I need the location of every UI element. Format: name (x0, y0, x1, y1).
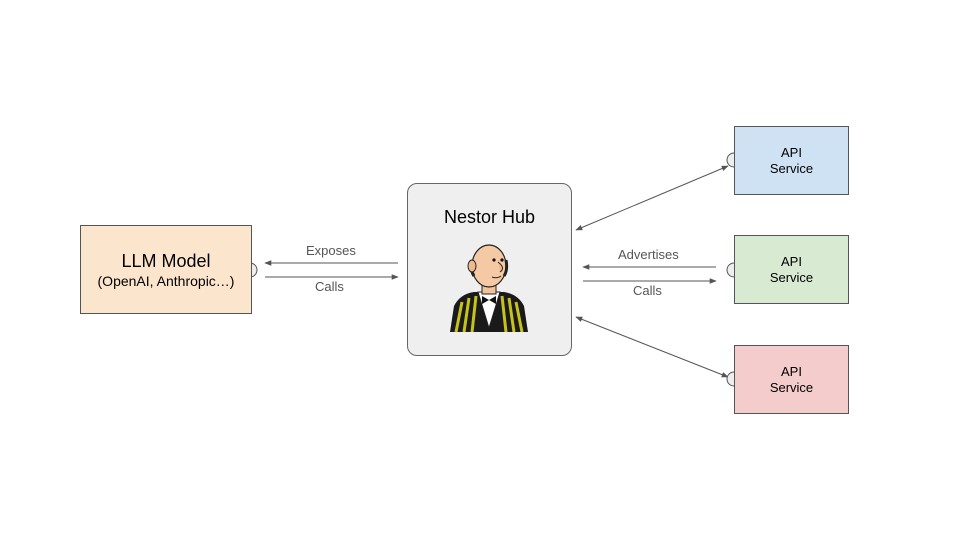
api-service-box[interactable]: API Service (734, 126, 849, 195)
api-service-line2: Service (769, 379, 814, 395)
api-service-line1: API (781, 253, 802, 269)
api-service-line2: Service (769, 269, 814, 285)
hub-bottom-service-arrow (575, 316, 729, 378)
butler-icon (450, 244, 528, 332)
llm-model-title: LLM Model (121, 250, 211, 271)
api-service-line1: API (781, 144, 802, 160)
hub-top-service-arrow (575, 165, 729, 231)
nestor-hub-title: Nestor Hub (443, 207, 536, 227)
api-service-line1: API (781, 363, 802, 379)
calls-right-label: Calls (633, 283, 662, 298)
advertises-label: Advertises (618, 247, 679, 262)
llm-model-box[interactable]: LLM Model (OpenAI, Anthropic…) (80, 225, 252, 314)
calls-left-label: Calls (315, 279, 344, 294)
exposes-label: Exposes (306, 243, 356, 258)
api-service-box[interactable]: API Service (734, 345, 849, 414)
nestor-hub-box[interactable]: Nestor Hub (407, 183, 572, 356)
llm-model-subtitle: (OpenAI, Anthropic…) (97, 272, 235, 289)
api-service-line2: Service (769, 160, 814, 176)
api-service-box[interactable]: API Service (734, 235, 849, 304)
